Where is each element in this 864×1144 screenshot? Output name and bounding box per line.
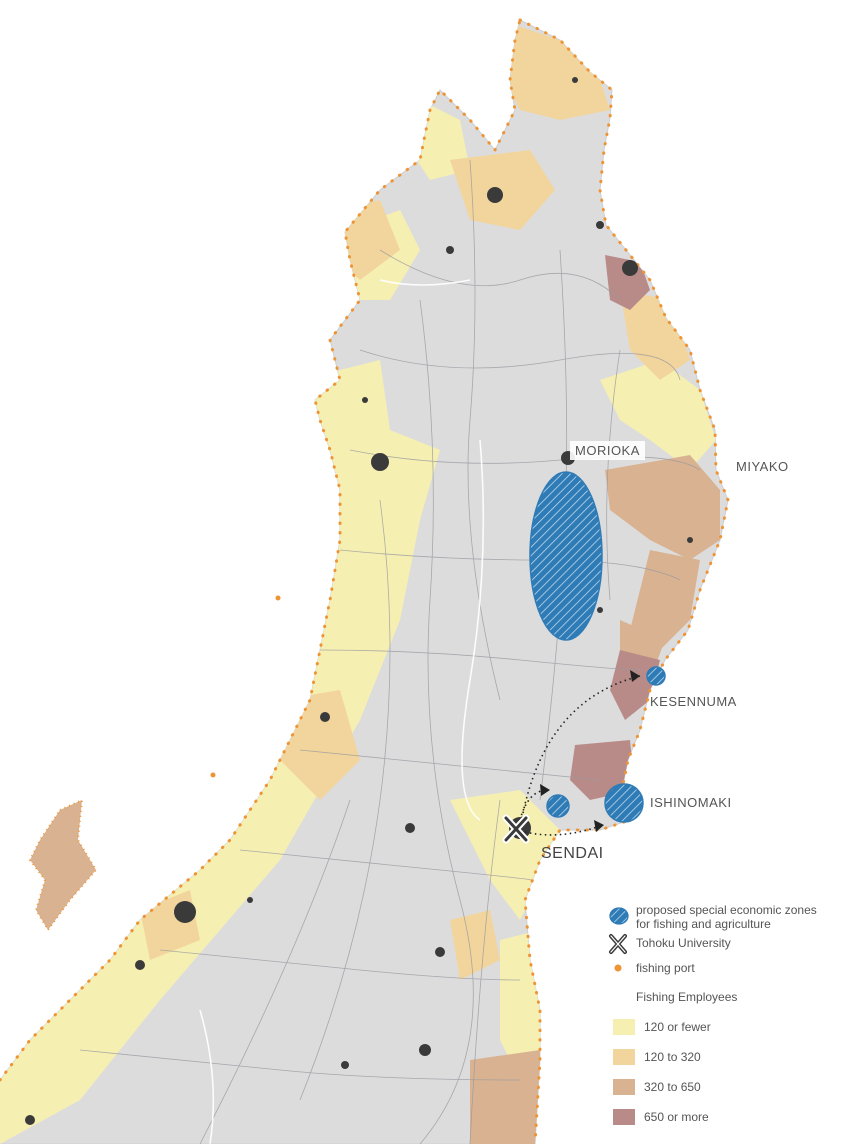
special-zone-kesennuma bbox=[646, 666, 666, 686]
legend-university: Tohoku University bbox=[636, 936, 731, 950]
fishing-ports-coast bbox=[0, 18, 730, 1144]
region-mid bbox=[450, 150, 555, 230]
legend-fishing-title-label: Fishing Employees bbox=[636, 990, 738, 1004]
region-low bbox=[600, 360, 716, 470]
legend-university-label: Tohoku University bbox=[636, 936, 731, 950]
legend-port-label: fishing port bbox=[636, 961, 695, 975]
special-zone-sendai-coast bbox=[546, 794, 570, 818]
tohoku-university-icon bbox=[502, 814, 530, 844]
region-mid bbox=[500, 20, 610, 120]
legend-class-2: 120 to 320 bbox=[608, 1049, 701, 1065]
legend-graphics bbox=[609, 907, 629, 972]
legend-class-4: 650 or more bbox=[608, 1109, 709, 1125]
arrow-heads bbox=[540, 670, 640, 832]
sado-island bbox=[28, 798, 98, 932]
special-zone-interior bbox=[529, 471, 603, 641]
legend-zone-icon bbox=[609, 907, 629, 925]
legend-swatch bbox=[613, 1079, 635, 1095]
region-high bbox=[470, 1050, 540, 1144]
legend-zones: proposed special economic zones for fish… bbox=[636, 903, 817, 931]
rivers bbox=[199, 279, 485, 1144]
legend-class-label: 120 or fewer bbox=[644, 1020, 711, 1034]
city-label-kesennuma: KESENNUMA bbox=[650, 694, 737, 709]
legend-swatch bbox=[613, 1049, 635, 1065]
legend-port-icon bbox=[614, 964, 622, 972]
road-network bbox=[79, 159, 701, 1144]
legend-zones-label: for fishing and agriculture bbox=[636, 917, 771, 931]
city-label-miyako: MIYAKO bbox=[736, 459, 789, 474]
legend-class-label: 650 or more bbox=[644, 1110, 709, 1124]
legend-class-1: 120 or fewer bbox=[608, 1019, 711, 1035]
fishing-port bbox=[275, 595, 281, 601]
legend-class-3: 320 to 650 bbox=[608, 1079, 701, 1095]
legend-university-icon bbox=[609, 934, 627, 954]
region-mid bbox=[340, 200, 400, 280]
legend-class-label: 120 to 320 bbox=[644, 1050, 701, 1064]
legend-zones-label: proposed special economic zones bbox=[636, 903, 817, 917]
region-high bbox=[630, 550, 700, 650]
legend-port: fishing port bbox=[636, 961, 695, 975]
region-mid bbox=[450, 910, 500, 980]
region-high bbox=[605, 455, 720, 560]
legend-fishing-title: Fishing Employees bbox=[636, 990, 737, 1004]
city-label-sendai: SENDAI bbox=[541, 845, 604, 862]
legend-class-label: 320 to 650 bbox=[644, 1080, 701, 1094]
region-top bbox=[610, 650, 660, 720]
city-label-ishinomaki: ISHINOMAKI bbox=[650, 795, 732, 810]
legend-swatch bbox=[613, 1019, 635, 1035]
fishing-port bbox=[210, 772, 216, 778]
special-zone-ishinomaki bbox=[604, 783, 644, 823]
city-label-morioka: MORIOKA bbox=[570, 441, 645, 460]
legend-swatch bbox=[613, 1109, 635, 1125]
